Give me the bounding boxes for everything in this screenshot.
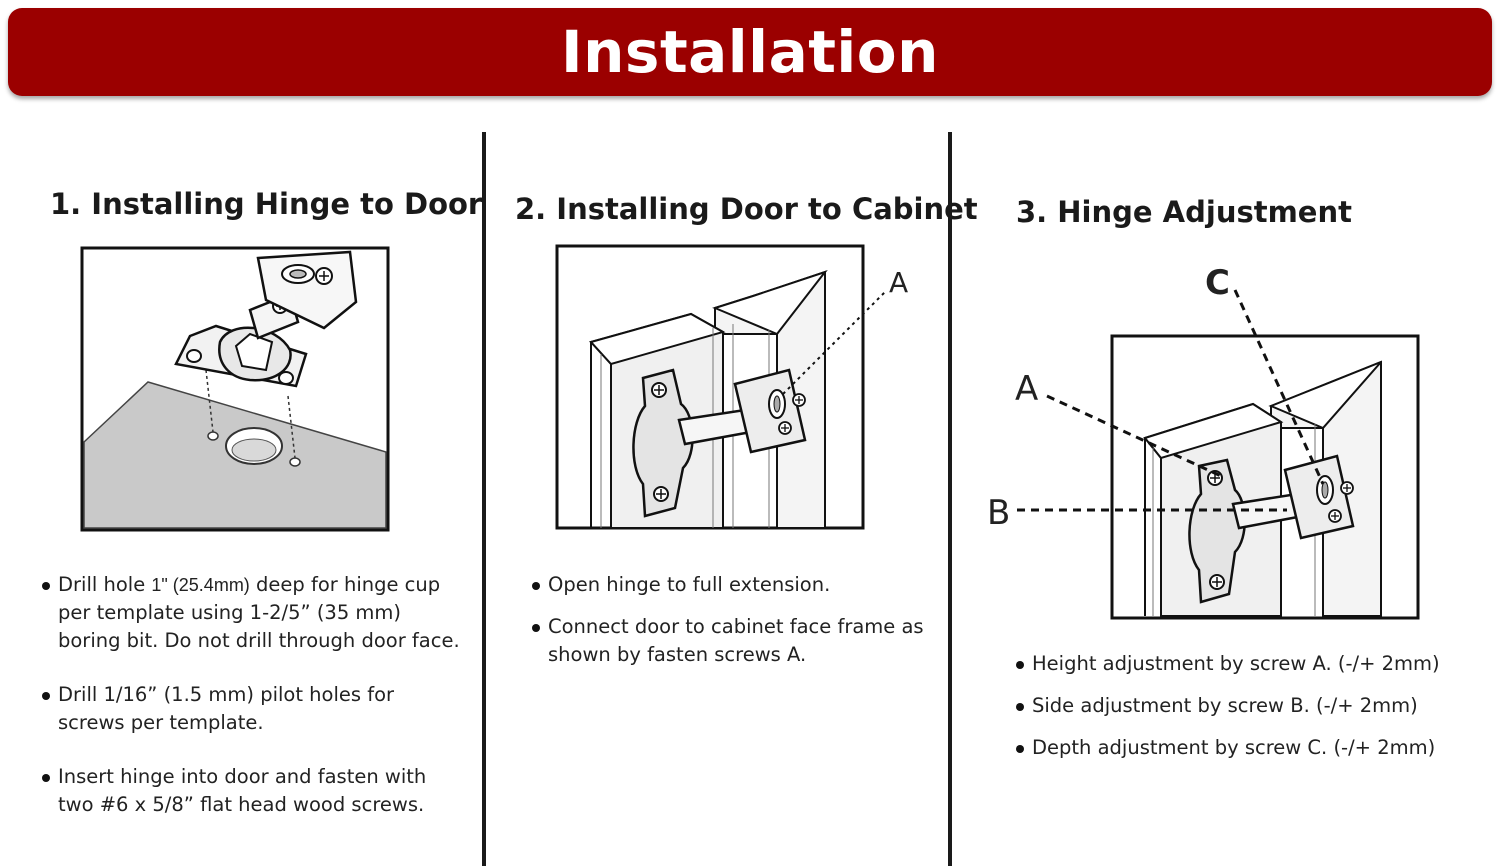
door-to-cabinet-illustration: A [555,244,908,530]
step-3-1: Height adjustment by screw A. (-/+ 2mm) [1016,650,1486,678]
column-divider-2 [948,132,952,866]
column-1-steps: Drill hole 1" (25.4mm) deep for hinge cu… [42,571,462,819]
column-divider-1 [482,132,486,866]
column-2-title: 2. Installing Door to Cabinet [515,192,978,226]
label-a: A [889,266,908,299]
page-title: Installation [561,18,939,86]
label-a: A [1015,369,1038,409]
column-2-steps: Open hinge to full extension. Connect do… [532,571,932,669]
step-1-2: Drill 1/16” (1.5 mm) pilot holes for scr… [42,681,462,737]
hinge-to-door-illustration [80,246,390,532]
step-2-1: Open hinge to full extension. [532,571,932,599]
header-banner: Installation [8,8,1492,96]
label-b: B [987,493,1010,533]
step-1-3: Insert hinge into door and fasten with t… [42,763,462,819]
hinge-adjustment-illustration: A B C [987,263,1420,620]
column-3-steps: Height adjustment by screw A. (-/+ 2mm) … [1016,650,1486,762]
step-1-1: Drill hole 1" (25.4mm) deep for hinge cu… [42,571,462,655]
step-3-2: Side adjustment by screw B. (-/+ 2mm) [1016,692,1486,720]
label-c: C [1205,263,1230,303]
drill-depth-value: 1" (25.4mm) [151,575,250,595]
step-3-3: Depth adjustment by screw C. (-/+ 2mm) [1016,734,1486,762]
step-2-2: Connect door to cabinet face frame as sh… [532,613,932,669]
column-1-title: 1. Installing Hinge to Door [50,187,483,221]
column-3-title: 3. Hinge Adjustment [1016,195,1352,229]
